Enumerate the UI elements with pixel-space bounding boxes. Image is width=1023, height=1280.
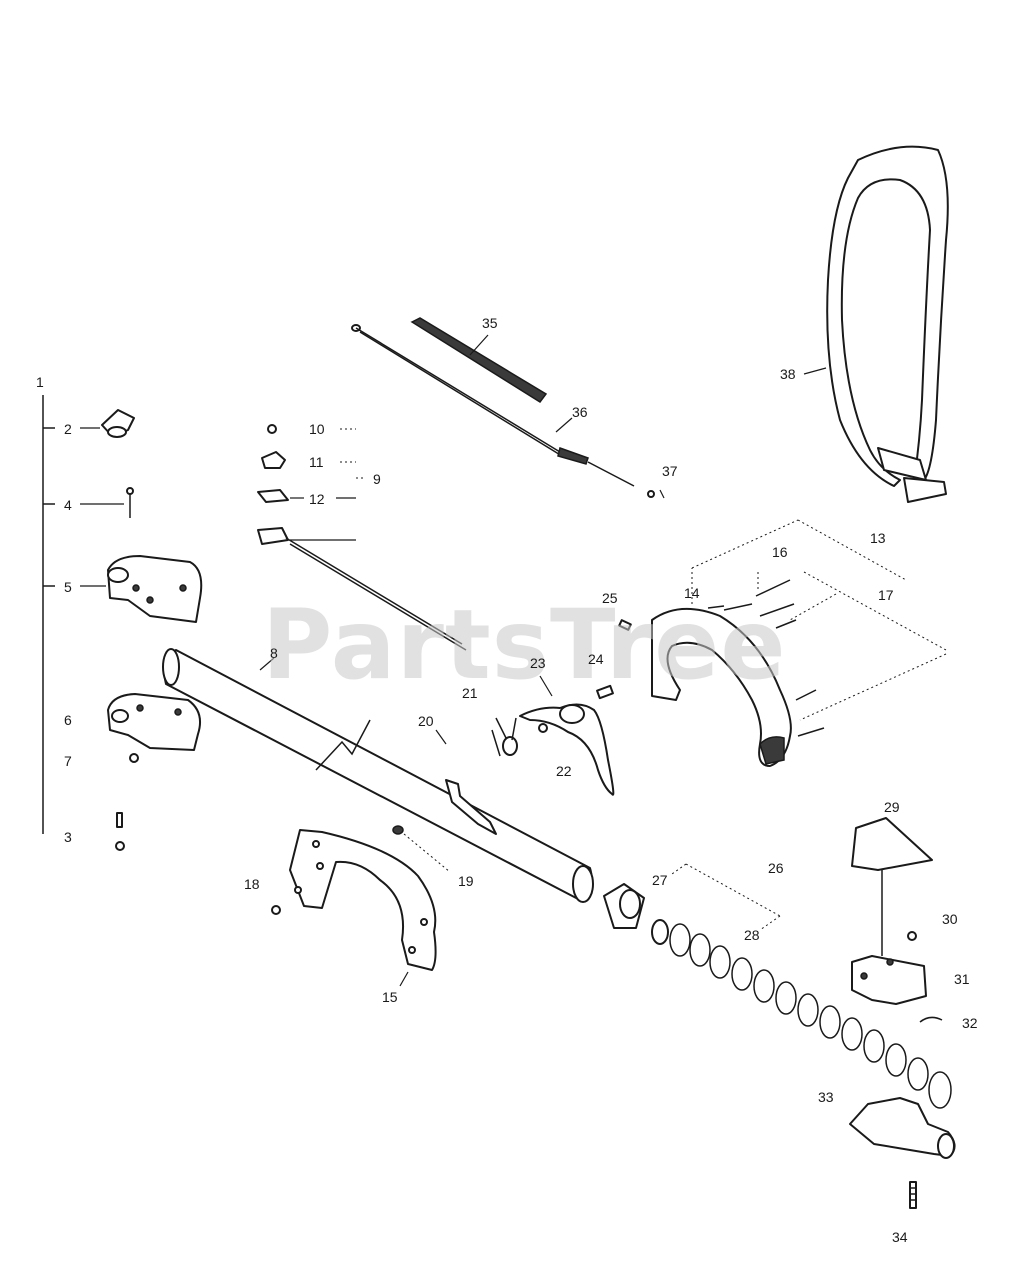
- label-7: 7: [64, 753, 72, 769]
- part-34-bolt[interactable]: [909, 1181, 917, 1209]
- label-13: 13: [870, 530, 886, 546]
- part-13-handle-housing[interactable]: [651, 607, 792, 767]
- label-37: 37: [662, 463, 678, 479]
- part-6-lower-clamp[interactable]: [107, 693, 201, 751]
- label-6: 6: [64, 712, 72, 728]
- label-33: 33: [818, 1089, 834, 1105]
- label-18: 18: [244, 876, 260, 892]
- label-35: 35: [482, 315, 498, 331]
- label-19: 19: [458, 873, 474, 889]
- label-1: 1: [36, 374, 44, 390]
- part-18-nut[interactable]: [271, 905, 281, 915]
- part-20-lock-plate[interactable]: [435, 729, 497, 835]
- part-23-throttle-trigger[interactable]: [519, 675, 615, 796]
- label-8: 8: [270, 645, 278, 661]
- part-31-mount-block[interactable]: [851, 955, 927, 1005]
- label-17: 17: [878, 587, 894, 603]
- part-21-spring[interactable]: [491, 717, 518, 757]
- label-23: 23: [530, 655, 546, 671]
- label-15: 15: [382, 989, 398, 1005]
- label-30: 30: [942, 911, 958, 927]
- parts-tree-watermark: PartsTree: [262, 589, 786, 701]
- part-36-throttle-wire[interactable]: [351, 324, 635, 487]
- label-24: 24: [588, 651, 604, 667]
- label-36: 36: [572, 404, 588, 420]
- part-25-pin[interactable]: [618, 619, 632, 631]
- label-21: 21: [462, 685, 478, 701]
- part-11-block[interactable]: [261, 451, 356, 469]
- part-24-pin[interactable]: [596, 684, 614, 700]
- label-10: 10: [309, 421, 325, 437]
- label-27: 27: [652, 872, 668, 888]
- assembly-bracket: [42, 395, 55, 834]
- part-15-handle-grip[interactable]: [289, 829, 437, 987]
- label-16: 16: [772, 544, 788, 560]
- label-31: 31: [954, 971, 970, 987]
- part-27-bushing[interactable]: [603, 883, 645, 929]
- label-34: 34: [892, 1229, 908, 1245]
- label-32: 32: [962, 1015, 978, 1031]
- part-8-shaft-tube[interactable]: [162, 648, 594, 903]
- label-11: 11: [309, 454, 324, 470]
- label-14: 14: [684, 585, 700, 601]
- part-12-plate[interactable]: [257, 489, 356, 503]
- part-2-clip[interactable]: [80, 409, 135, 438]
- part-14-16-17-screws[interactable]: [707, 579, 825, 737]
- label-38: 38: [780, 366, 796, 382]
- callout-bracket-26: [671, 863, 781, 931]
- part-30-nut[interactable]: [907, 931, 917, 941]
- label-3: 3: [64, 829, 72, 845]
- label-4: 4: [64, 497, 72, 513]
- part-5-upper-clamp[interactable]: [80, 555, 203, 623]
- label-26: 26: [768, 860, 784, 876]
- label-28: 28: [744, 927, 760, 943]
- part-labels: 1 2 4 5 6 7 3 10 11 9 12 8 35 36 37 38 1…: [36, 315, 978, 1245]
- part-28-coil-springs[interactable]: [651, 919, 952, 1109]
- part-29-deflector[interactable]: [851, 817, 933, 956]
- label-5: 5: [64, 579, 72, 595]
- part-3-screw[interactable]: [115, 812, 125, 851]
- part-4-pin[interactable]: [80, 487, 134, 518]
- part-38-harness[interactable]: [803, 145, 949, 503]
- label-12: 12: [309, 491, 325, 507]
- part-35-spring-sleeve[interactable]: [410, 317, 548, 404]
- part-10-screw[interactable]: [267, 424, 356, 434]
- part-19-grommet[interactable]: [392, 825, 451, 873]
- throttle-cable[interactable]: [257, 527, 467, 651]
- label-22: 22: [556, 763, 572, 779]
- part-22-washer[interactable]: [538, 723, 548, 733]
- label-29: 29: [884, 799, 900, 815]
- label-9: 9: [373, 471, 381, 487]
- label-20: 20: [418, 713, 434, 729]
- label-2: 2: [64, 421, 72, 437]
- part-37-nut[interactable]: [647, 489, 665, 499]
- callout-bracket-13: [691, 519, 947, 721]
- part-7-nut[interactable]: [129, 753, 139, 763]
- part-32-clip[interactable]: [919, 1016, 943, 1023]
- part-33-bracket[interactable]: [849, 1097, 956, 1159]
- label-25: 25: [602, 590, 618, 606]
